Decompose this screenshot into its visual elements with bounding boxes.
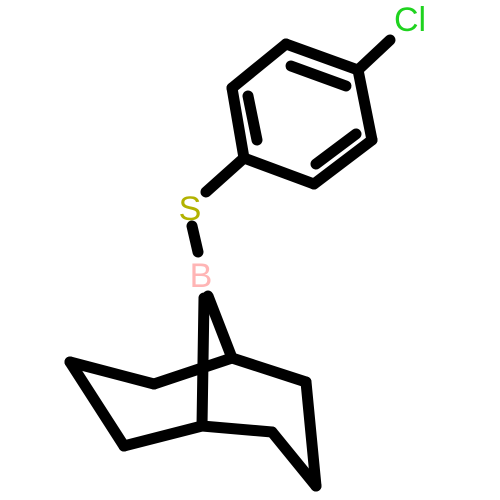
ring-double-bond-inner-1 xyxy=(285,60,352,92)
c-s-bond xyxy=(200,152,250,198)
s-b-bond xyxy=(186,220,204,258)
cage-bond-5 xyxy=(118,420,208,452)
benzene-ring xyxy=(226,38,378,190)
ring-double-bond-inner-3 xyxy=(242,90,263,146)
cage-bond-3 xyxy=(266,426,322,492)
b-bridgehead-right-bond xyxy=(202,290,238,364)
cage-bond-7 xyxy=(64,356,160,390)
ring-bond-6 xyxy=(226,38,292,94)
cage-bond-8 xyxy=(148,352,238,390)
cage-bond-4 xyxy=(196,420,278,438)
ring-bond-2 xyxy=(352,64,378,146)
bicyclic-cage xyxy=(64,290,322,492)
cage-bond-1 xyxy=(226,352,312,388)
ring-bond-4 xyxy=(238,152,320,190)
cage-bond-6 xyxy=(64,356,130,452)
cage-bond-2 xyxy=(300,376,322,492)
ring-bond-1 xyxy=(280,38,364,76)
chlorine-atom-label: Cl xyxy=(394,1,426,39)
ring-double-bond-inner-2 xyxy=(310,128,362,170)
ring-bond-3 xyxy=(308,134,378,190)
ring-bond-5 xyxy=(226,82,250,164)
sulfur-atom-label: S xyxy=(179,190,202,228)
boron-atom-label: B xyxy=(190,257,213,295)
c-cl-bond xyxy=(352,34,396,76)
